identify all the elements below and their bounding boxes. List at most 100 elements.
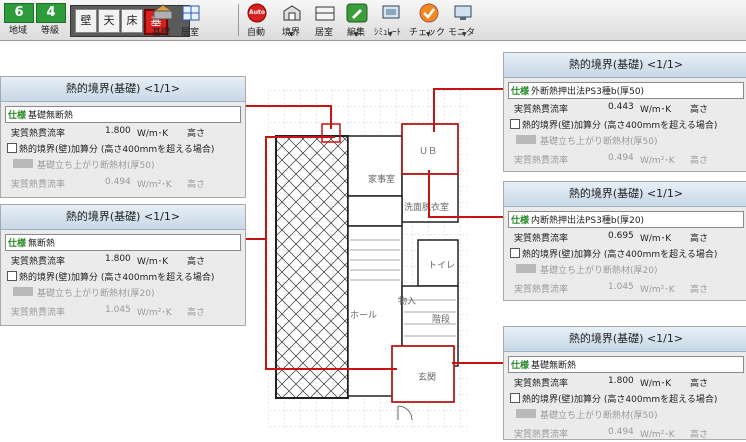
disabled-spec-label: 基礎立ち上がり断熱材(厚20) — [37, 289, 155, 299]
ldk-area — [275, 135, 349, 399]
monitor-label: モニタ — [448, 28, 476, 38]
spec-tag: 仕様 — [511, 87, 530, 97]
wall-button[interactable]: 壁 — [75, 9, 97, 33]
auto-icon[interactable] — [246, 3, 268, 23]
toilet-label: トイレ — [428, 261, 455, 271]
boundary-dropdown-icon[interactable]: ▼ — [289, 31, 294, 38]
leader-line — [236, 238, 266, 240]
monitor-icon[interactable] — [453, 3, 475, 23]
disabled-rate-unit: W/m²･K — [640, 285, 675, 295]
ub-selection — [401, 123, 459, 175]
edit-icon[interactable] — [346, 3, 368, 23]
check-dropdown-icon[interactable]: ▼ — [426, 31, 431, 38]
ub-label: ＵＢ — [419, 147, 437, 157]
wall-addition-checkbox[interactable] — [7, 271, 17, 281]
disabled-spec-label: 基礎立ち上がり断熱材(厚50) — [37, 161, 155, 171]
disabled-rate-unit: W/m²･K — [137, 180, 172, 190]
panel-title: 熱的境界(基礎) <1/1> — [504, 182, 746, 207]
disabled-rate-value: 0.494 — [105, 177, 131, 187]
simulate-label: ｼﾐｭﾚｰﾄ — [374, 28, 402, 38]
disabled-rate-unit: W/m²･K — [137, 308, 172, 318]
leader-line — [433, 88, 509, 90]
leader-line — [433, 88, 435, 132]
region-label: 地域 — [8, 26, 27, 36]
disabled-height-label: 高さ — [187, 180, 206, 190]
main-toolbar: 6 地域 4 等級 壁 天 床 基 基礎 居室 Auto 自動 境界 ▼ 居室 … — [0, 0, 746, 41]
spec-field[interactable]: 仕様 外断熱押出法PS3種b(厚50) — [508, 82, 744, 99]
leader-line — [265, 136, 335, 138]
rate-unit: W/m･K — [137, 129, 169, 139]
panel-title: 熱的境界(基礎) <1/1> — [504, 53, 746, 78]
wall-addition-label: 熱的境界(壁)加算分 (高さ400mmを超える場合) — [522, 121, 718, 131]
boundary-label: 境界 — [282, 28, 301, 38]
spec-tag: 仕様 — [511, 216, 530, 226]
toolbar-separator — [238, 4, 239, 36]
simulate-icon[interactable] — [380, 3, 402, 23]
spec-value: 基礎無断熱 — [531, 361, 577, 371]
check-label: チェック — [409, 28, 446, 38]
height-label: 高さ — [690, 105, 709, 115]
disabled-rate-value: 1.045 — [105, 305, 131, 315]
edit-dropdown-icon[interactable]: ▼ — [354, 31, 359, 38]
simulate-dropdown-icon[interactable]: ▼ — [388, 31, 393, 38]
leader-line — [236, 105, 332, 107]
ceiling-button[interactable]: 天 — [98, 9, 120, 33]
auto-label: 自動 — [247, 28, 266, 38]
rate-unit: W/m･K — [640, 105, 672, 115]
disabled-height-label: 高さ — [690, 156, 709, 166]
grade-number[interactable]: 4 — [36, 3, 66, 23]
disabled-height-label: 高さ — [690, 430, 709, 440]
toilet-room — [417, 239, 459, 287]
rate-label: 実質熱貫流率 — [11, 257, 66, 267]
leader-line — [265, 136, 267, 370]
floor-plan[interactable]: ＵＢ 家事室 洗面脱衣室 トイレ 物入 ホール 階段 玄関 — [268, 90, 468, 430]
spec-field[interactable]: 仕様 内断熱押出法PS3種b(厚20) — [508, 211, 744, 228]
wall-addition-checkbox[interactable] — [510, 119, 520, 129]
disabled-height-label: 高さ — [690, 285, 709, 295]
wall-addition-checkbox[interactable] — [7, 143, 17, 153]
region-number[interactable]: 6 — [4, 3, 34, 23]
office-room — [347, 135, 403, 197]
boundary-panel-4: 熱的境界(基礎) <1/1> 仕様 内断熱押出法PS3種b(厚20) 実質熱貫流… — [503, 181, 746, 301]
spec-tag: 仕様 — [511, 361, 530, 371]
boundary-panel-2: 熱的境界(基礎) <1/1> 仕様 無断熱 実質熱貫流率 1.800 W/m･K… — [0, 204, 246, 326]
spec-value: 無断熱 — [28, 239, 56, 249]
room-label: 居室 — [181, 28, 200, 38]
rate-value: 1.800 — [608, 376, 634, 386]
rate-label: 実質熱貫流率 — [11, 129, 66, 139]
spec-value: 内断熱押出法PS3種b(厚20) — [531, 216, 645, 226]
boundary-icon[interactable] — [281, 3, 303, 23]
foundation-icon[interactable] — [152, 3, 174, 23]
rate-label: 実質熱貫流率 — [514, 105, 569, 115]
auto-badge: Auto — [249, 9, 265, 16]
monitor-dropdown-icon[interactable]: ▼ — [462, 31, 467, 38]
room2-icon[interactable] — [314, 3, 336, 23]
leader-line — [428, 170, 430, 218]
disabled-rate-label: 実質熱貫流率 — [514, 430, 569, 440]
wall-addition-checkbox[interactable] — [510, 393, 520, 403]
room-icon[interactable] — [181, 3, 203, 23]
disabled-rate-label: 実質熱貫流率 — [11, 180, 66, 190]
height-label: 高さ — [690, 234, 709, 244]
disabled-rate-label: 実質熱貫流率 — [11, 308, 66, 318]
entrance-label: 玄関 — [418, 371, 436, 383]
disabled-rate-unit: W/m²･K — [640, 430, 675, 440]
disabled-spec-label: 基礎立ち上がり断熱材(厚50) — [540, 411, 658, 421]
spec-field[interactable]: 仕様 無断熱 — [5, 234, 241, 251]
spec-field[interactable]: 仕様 基礎無断熱 — [508, 356, 744, 373]
rate-label: 実質熱貫流率 — [514, 234, 569, 244]
leader-line — [452, 362, 509, 364]
disabled-spec-bar — [13, 159, 33, 168]
floor-button[interactable]: 床 — [121, 9, 143, 33]
disabled-height-label: 高さ — [187, 308, 206, 318]
grade-label: 等級 — [40, 26, 59, 36]
boundary-panel-3: 熱的境界(基礎) <1/1> 仕様 外断熱押出法PS3種b(厚50) 実質熱貫流… — [503, 52, 746, 172]
office-label: 家事室 — [368, 173, 395, 185]
disabled-rate-value: 1.045 — [608, 282, 634, 292]
disabled-rate-value: 0.494 — [608, 427, 634, 437]
spec-tag: 仕様 — [8, 239, 27, 249]
height-label: 高さ — [690, 379, 709, 389]
wall-addition-checkbox[interactable] — [510, 248, 520, 258]
spec-field[interactable]: 仕様 基礎無断熱 — [5, 106, 241, 123]
check-icon[interactable] — [418, 3, 440, 23]
